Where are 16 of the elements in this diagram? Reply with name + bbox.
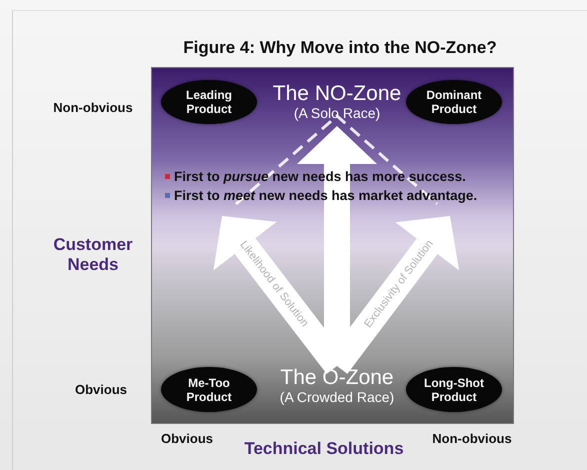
product-name: Me-Too Product <box>185 376 233 404</box>
product-name: Dominant Product <box>425 88 483 116</box>
zone-subtitle: (A Crowded Race) <box>280 389 394 405</box>
product-name: Leading Product <box>184 88 233 116</box>
axis-label: Technical Solutions <box>243 439 405 459</box>
zone-title: The NO-Zone <box>272 82 402 105</box>
zone-title: The O-Zone <box>280 366 394 389</box>
product-name: Long-Shot Product <box>423 376 485 404</box>
axis-label: Obvious <box>74 383 128 398</box>
axis-label: Customer Needs <box>52 235 134 274</box>
axis-label: Obvious <box>160 432 214 447</box>
figure-title: Figure 4: Why Move into the NO-Zone? <box>182 38 498 58</box>
axis-label: Non-obvious <box>431 432 513 447</box>
axis-label: Non-obvious <box>52 101 134 116</box>
bullet-text: First to meet new needs has market advantage. <box>174 188 478 203</box>
zone-subtitle: (A Solo Race) <box>294 105 380 121</box>
